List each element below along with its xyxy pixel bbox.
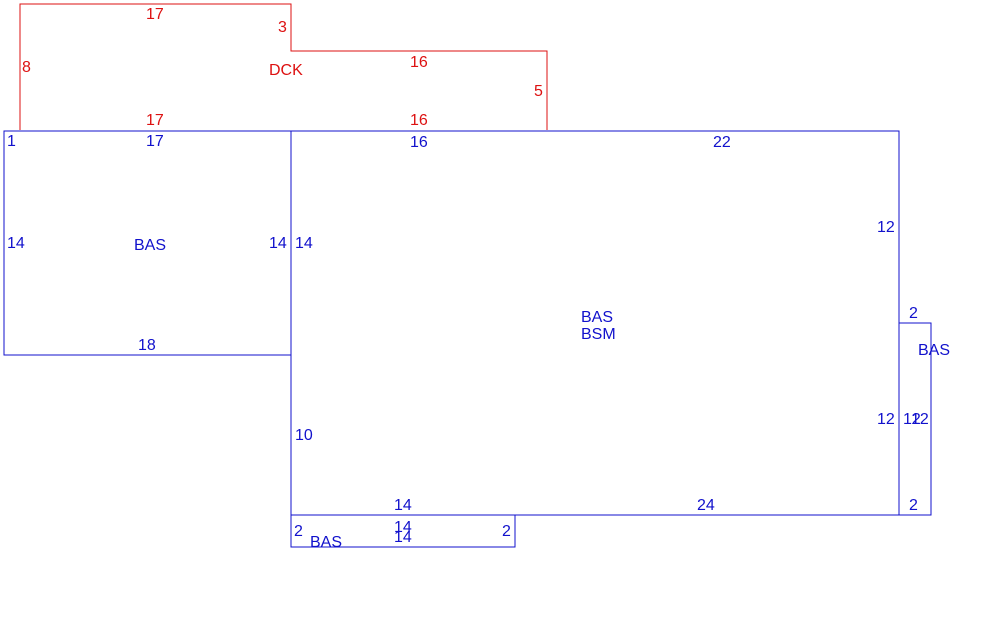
deck-dim-top-left: 17 <box>146 6 164 23</box>
right-bump-dim-right: 12 <box>911 411 929 428</box>
main-block-dim-right-upper: 12 <box>877 219 895 236</box>
main-block-area-label: BAS <box>581 309 613 326</box>
left-wing-dim-left: 14 <box>7 235 25 252</box>
deck-dim-right: 5 <box>534 83 543 100</box>
bottom-bump-dim-left: 2 <box>294 523 303 540</box>
main-block-dim-top-left: 16 <box>410 134 428 151</box>
right-bump-area-label: BAS <box>918 342 950 359</box>
bottom-bump-outline <box>290 514 516 548</box>
deck-area-label: DCK <box>269 62 303 79</box>
deck-outline <box>19 3 548 130</box>
deck-dim-left: 8 <box>22 59 31 76</box>
bottom-bump-area-label: BAS <box>310 534 342 551</box>
deck-group: DCK 17 3 16 5 8 17 16 <box>19 3 548 130</box>
main-block-dim-right-lower: 12 <box>877 411 895 428</box>
deck-dim-bottom-left: 17 <box>146 112 164 129</box>
right-bump-group: BAS 2 12 12 2 <box>898 305 950 516</box>
bottom-bump-dim-right: 2 <box>502 523 511 540</box>
main-block-dim-bottom-left: 14 <box>394 497 412 514</box>
left-wing-dim-right: 14 <box>269 235 287 252</box>
deck-dim-top-right: 16 <box>410 54 428 71</box>
bottom-bump-dim-top: 14 <box>394 519 412 536</box>
bottom-bump-dim-bottom: 14 <box>394 529 412 546</box>
left-wing-area-label: BAS <box>134 237 166 254</box>
left-wing-dim-top: 17 <box>146 133 164 150</box>
left-wing-group: BAS 1 17 14 14 18 <box>3 130 292 356</box>
right-bump-dim-bottom: 2 <box>909 497 918 514</box>
deck-dim-bottom-right: 16 <box>410 112 428 129</box>
right-bump-outline <box>898 322 932 516</box>
main-block-dim-left-lower: 10 <box>295 427 313 444</box>
main-block-area-label-2: BSM <box>581 326 616 343</box>
right-bump-dim-left: 12 <box>903 411 921 428</box>
left-wing-dim-bottom: 18 <box>138 337 156 354</box>
left-wing-dim-corner: 1 <box>7 133 16 150</box>
deck-dim-step-down: 3 <box>278 19 287 36</box>
right-bump-dim-top: 2 <box>909 305 918 322</box>
main-block-dim-left-upper: 14 <box>295 235 313 252</box>
main-block-dim-bottom-right: 24 <box>697 497 715 514</box>
main-block-dim-top-right: 22 <box>713 134 731 151</box>
bottom-bump-group: BAS 2 14 14 2 <box>290 514 516 551</box>
main-block-group: BAS BSM 16 22 14 10 12 12 14 24 <box>290 130 900 516</box>
